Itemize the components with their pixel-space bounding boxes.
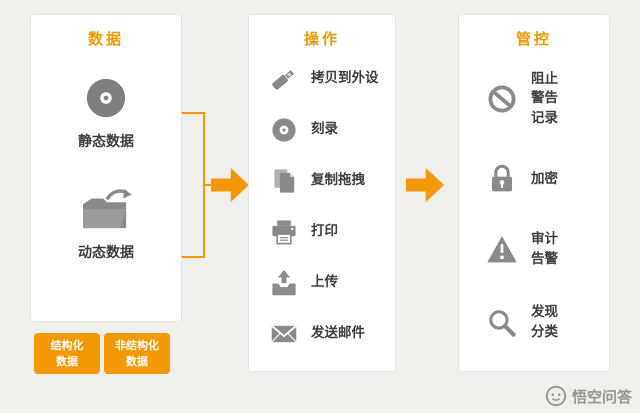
control-column-title: 管控 <box>515 30 552 48</box>
dynamic-data-item: 动态数据 <box>78 186 134 263</box>
data-column-title: 数据 <box>87 30 124 48</box>
operations-column-title: 操作 <box>303 30 340 48</box>
disc-icon <box>83 75 129 121</box>
list-item: 拷贝到外设 <box>269 64 389 94</box>
arrow-right-1-icon <box>211 168 249 202</box>
control-list: 阻止 警告 记录 加密 <box>459 49 609 371</box>
list-item: 上传 <box>269 268 389 298</box>
wukong-logo-icon <box>545 385 567 407</box>
list-item: 发现 分类 <box>485 303 603 342</box>
operations-list: 拷贝到外设 刻录 <box>249 49 395 371</box>
operations-column-card: 操作 拷贝到外设 <box>248 14 396 372</box>
item-label: 上传 <box>311 273 338 290</box>
watermark-text: 悟空问答 <box>571 387 632 406</box>
item-label: 发现 分类 <box>531 303 558 340</box>
watermark: 悟空问答 <box>545 385 632 407</box>
data-column-card: 数据 静态数据 动态数据 <box>30 14 182 322</box>
bracket-connector <box>182 112 205 258</box>
usb-drive-icon <box>269 64 299 94</box>
item-label: 发送邮件 <box>311 324 365 341</box>
item-label: 加密 <box>531 170 558 187</box>
printer-icon <box>269 217 299 247</box>
list-item: 打印 <box>269 217 389 247</box>
list-item: 发送邮件 <box>269 319 389 349</box>
search-icon <box>485 306 519 340</box>
arrow-right-2-icon <box>406 168 444 202</box>
warning-icon <box>485 233 519 267</box>
folder-arrow-icon <box>80 186 132 232</box>
disc-icon <box>269 115 299 145</box>
upload-icon <box>269 268 299 298</box>
list-item: 审计 告警 <box>485 230 603 269</box>
list-item: 加密 <box>485 162 603 196</box>
control-column-card: 管控 阻止 警告 记录 <box>458 14 610 372</box>
structured-data-tag: 结构化 数据 <box>34 333 100 374</box>
prohibit-icon <box>485 82 519 116</box>
list-item: 阻止 警告 记录 <box>485 70 603 129</box>
static-data-item: 静态数据 <box>78 75 134 152</box>
item-label: 打印 <box>311 222 338 239</box>
list-item: 刻录 <box>269 115 389 145</box>
lock-icon <box>485 162 519 196</box>
item-label: 阻止 警告 记录 <box>531 70 558 126</box>
static-data-label: 静态数据 <box>78 134 134 150</box>
list-item: 复制拖拽 <box>269 166 389 196</box>
unstructured-data-tag: 非结构化 数据 <box>104 333 170 374</box>
item-label: 拷贝到外设 <box>311 69 379 86</box>
bracket-stub <box>205 184 212 186</box>
dynamic-data-label: 动态数据 <box>78 245 134 262</box>
item-label: 复制拖拽 <box>311 171 365 188</box>
item-label: 审计 告警 <box>531 231 558 267</box>
item-label: 刻录 <box>311 120 338 137</box>
mail-icon <box>269 319 299 349</box>
copy-drag-icon <box>269 166 299 196</box>
